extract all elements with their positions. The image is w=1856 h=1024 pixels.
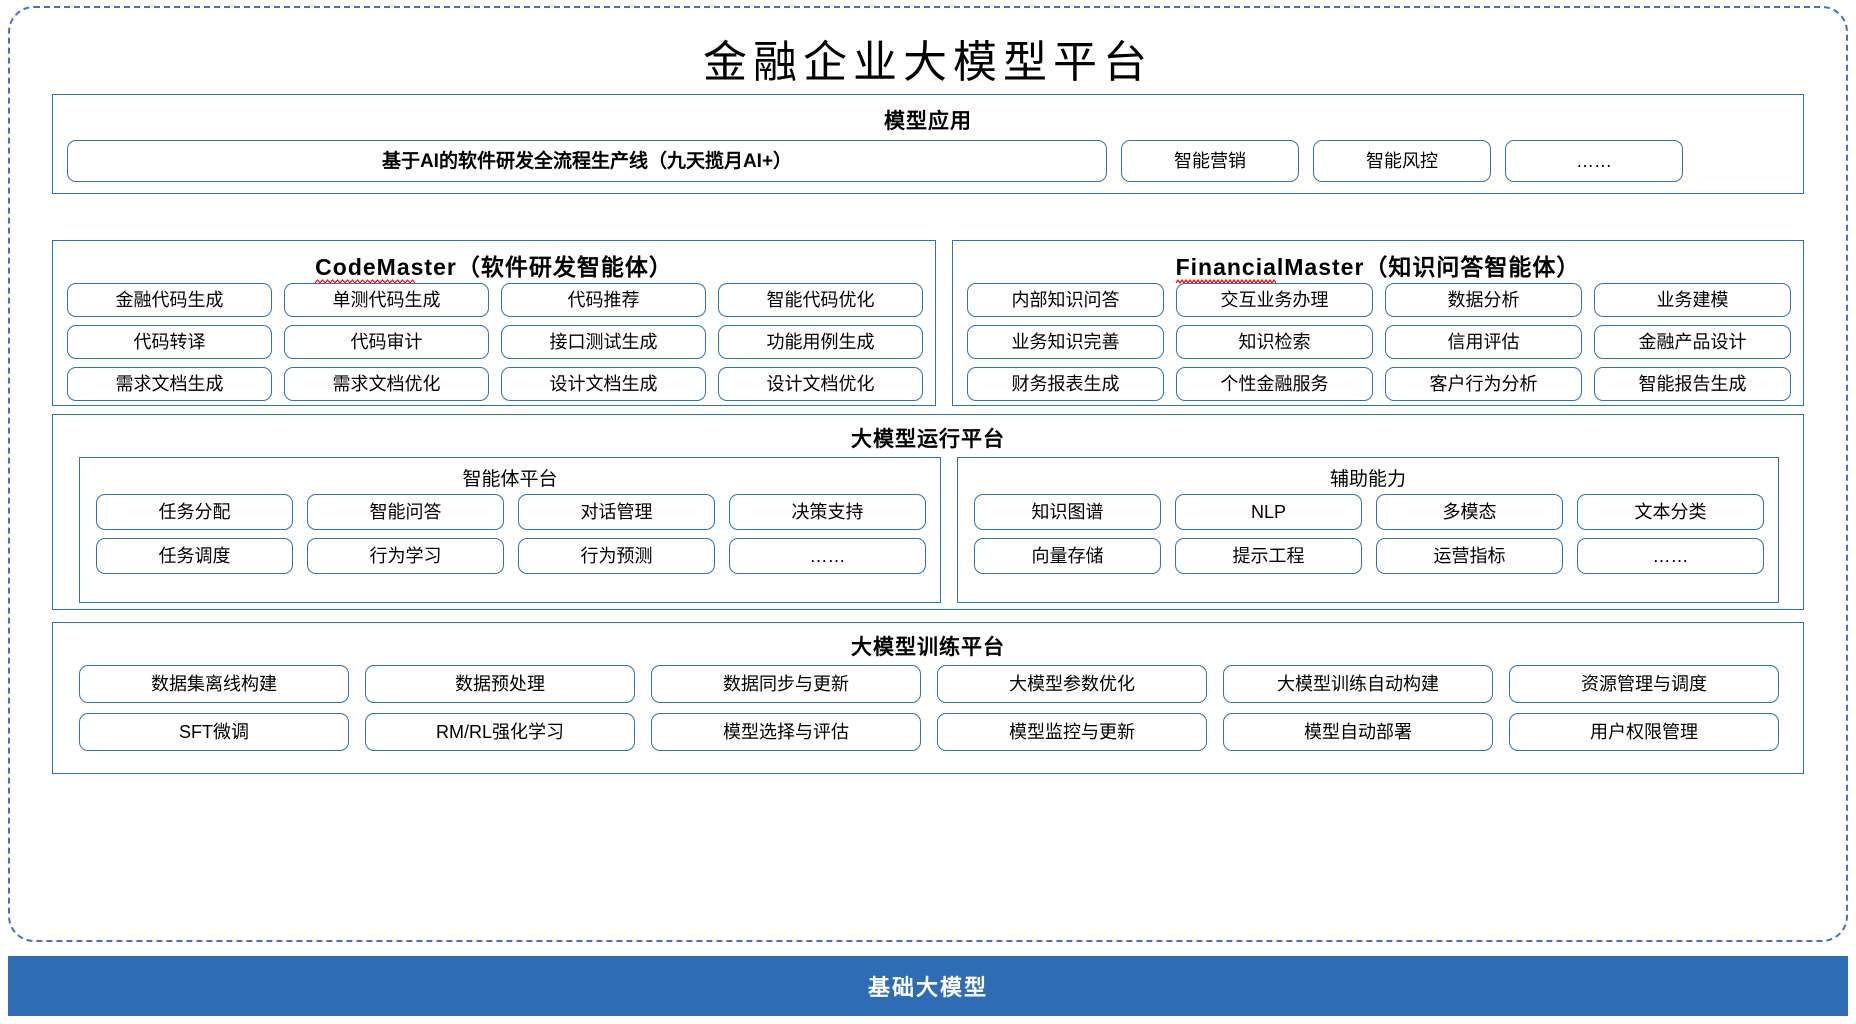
codemaster-pill[interactable]: 代码审计 <box>284 325 489 359</box>
section-codemaster: CodeMaster （软件研发智能体） 金融代码生成 单测代码生成 代码推荐 … <box>52 240 936 406</box>
train-platform-pill[interactable]: 大模型参数优化 <box>937 665 1207 703</box>
app-pill-more[interactable]: …… <box>1505 140 1683 182</box>
train-platform-pill[interactable]: SFT微调 <box>79 713 349 751</box>
section-title-run-platform: 大模型运行平台 <box>851 428 1005 451</box>
codemaster-pill[interactable]: 功能用例生成 <box>718 325 923 359</box>
financialmaster-pill[interactable]: 数据分析 <box>1385 283 1582 317</box>
model-application-items-row: 基于AI的软件研发全流程生产线（九天揽月AI+） 智能营销 智能风控 …… <box>67 140 1791 182</box>
train-platform-pill[interactable]: 模型监控与更新 <box>937 713 1207 751</box>
subsection-agent-platform: 智能体平台 任务分配 智能问答 对话管理 决策支持 任务调度 行为学习 行为预测… <box>79 457 941 603</box>
agent-platform-pill[interactable]: 智能问答 <box>307 494 504 530</box>
section-train-platform: 大模型训练平台 数据集离线构建 数据预处理 数据同步与更新 大模型参数优化 大模… <box>52 622 1804 774</box>
financialmaster-capability-grid: 内部知识问答 交互业务办理 数据分析 业务建模 业务知识完善 知识检索 信用评估… <box>967 283 1791 401</box>
codemaster-pill[interactable]: 接口测试生成 <box>501 325 706 359</box>
codemaster-pill[interactable]: 需求文档优化 <box>284 367 489 401</box>
agent-platform-pill[interactable]: 行为预测 <box>518 538 715 574</box>
agent-platform-pill[interactable]: 任务分配 <box>96 494 293 530</box>
app-main-pill[interactable]: 基于AI的软件研发全流程生产线（九天揽月AI+） <box>67 140 1107 182</box>
agent-platform-pill[interactable]: 对话管理 <box>518 494 715 530</box>
agent-platform-pill[interactable]: 决策支持 <box>729 494 926 530</box>
train-platform-pill[interactable]: 数据预处理 <box>365 665 635 703</box>
financialmaster-name-cn: （知识问答智能体） <box>1364 254 1581 280</box>
auxiliary-pill[interactable]: 知识图谱 <box>974 494 1161 530</box>
outer-dashed-frame <box>8 6 1848 942</box>
agent-platform-grid: 任务分配 智能问答 对话管理 决策支持 任务调度 行为学习 行为预测 …… <box>96 494 926 574</box>
codemaster-pill[interactable]: 代码转译 <box>67 325 272 359</box>
financialmaster-pill[interactable]: 财务报表生成 <box>967 367 1164 401</box>
train-platform-pill[interactable]: 用户权限管理 <box>1509 713 1779 751</box>
section-run-platform: 大模型运行平台 智能体平台 任务分配 智能问答 对话管理 决策支持 任务调度 行… <box>52 414 1804 610</box>
auxiliary-pill[interactable]: 运营指标 <box>1376 538 1563 574</box>
app-pill-marketing[interactable]: 智能营销 <box>1121 140 1299 182</box>
codemaster-capability-grid: 金融代码生成 单测代码生成 代码推荐 智能代码优化 代码转译 代码审计 接口测试… <box>67 283 923 401</box>
section-title-codemaster: CodeMaster （软件研发智能体） <box>53 248 935 284</box>
auxiliary-capability-grid: 知识图谱 NLP 多模态 文本分类 向量存储 提示工程 运营指标 …… <box>974 494 1764 574</box>
auxiliary-pill[interactable]: 提示工程 <box>1175 538 1362 574</box>
train-platform-pill[interactable]: 数据同步与更新 <box>651 665 921 703</box>
app-pill-risk-control[interactable]: 智能风控 <box>1313 140 1491 182</box>
financialmaster-pill[interactable]: 业务建模 <box>1594 283 1791 317</box>
auxiliary-pill[interactable]: 多模态 <box>1376 494 1563 530</box>
subsection-title-auxiliary-capability: 辅助能力 <box>1329 469 1406 490</box>
agent-platform-pill[interactable]: 行为学习 <box>307 538 504 574</box>
codemaster-pill[interactable]: 金融代码生成 <box>67 283 272 317</box>
subsection-title-agent-platform: 智能体平台 <box>462 469 558 490</box>
train-platform-pill[interactable]: RM/RL强化学习 <box>365 713 635 751</box>
financialmaster-pill[interactable]: 信用评估 <box>1385 325 1582 359</box>
auxiliary-pill[interactable]: 文本分类 <box>1577 494 1764 530</box>
train-platform-pill[interactable]: 模型选择与评估 <box>651 713 921 751</box>
financialmaster-pill[interactable]: 金融产品设计 <box>1594 325 1791 359</box>
train-platform-pill[interactable]: 数据集离线构建 <box>79 665 349 703</box>
section-model-application: 模型应用 基于AI的软件研发全流程生产线（九天揽月AI+） 智能营销 智能风控 … <box>52 94 1804 194</box>
base-model-label: 基础大模型 <box>867 975 988 1000</box>
section-title-train-platform: 大模型训练平台 <box>851 636 1005 659</box>
financialmaster-name-wrap: FinancialMaster <box>1175 254 1365 284</box>
financialmaster-pill[interactable]: 客户行为分析 <box>1385 367 1582 401</box>
section-title-model-application: 模型应用 <box>884 110 972 133</box>
spellcheck-squiggle-icon <box>1175 279 1276 284</box>
auxiliary-pill-more[interactable]: …… <box>1577 538 1764 574</box>
financialmaster-pill[interactable]: 智能报告生成 <box>1594 367 1791 401</box>
codemaster-pill[interactable]: 单测代码生成 <box>284 283 489 317</box>
base-model-bar: 基础大模型 <box>8 956 1848 1016</box>
page-title: 金融企业大模型平台 <box>703 37 1153 88</box>
financialmaster-pill[interactable]: 知识检索 <box>1176 325 1373 359</box>
section-title-financialmaster: FinancialMaster （知识问答智能体） <box>953 248 1803 284</box>
agent-platform-pill[interactable]: 任务调度 <box>96 538 293 574</box>
financialmaster-pill[interactable]: 交互业务办理 <box>1176 283 1373 317</box>
auxiliary-pill[interactable]: NLP <box>1175 494 1362 530</box>
codemaster-name-wrap: CodeMaster <box>315 254 457 284</box>
financialmaster-pill[interactable]: 个性金融服务 <box>1176 367 1373 401</box>
subsection-auxiliary-capability: 辅助能力 知识图谱 NLP 多模态 文本分类 向量存储 提示工程 运营指标 …… <box>957 457 1779 603</box>
section-financialmaster: FinancialMaster （知识问答智能体） 内部知识问答 交互业务办理 … <box>952 240 1804 406</box>
train-platform-pill[interactable]: 模型自动部署 <box>1223 713 1493 751</box>
financialmaster-name-en: FinancialMaster <box>1175 254 1365 280</box>
codemaster-pill[interactable]: 需求文档生成 <box>67 367 272 401</box>
auxiliary-pill[interactable]: 向量存储 <box>974 538 1161 574</box>
agent-platform-pill-more[interactable]: …… <box>729 538 926 574</box>
train-platform-pill[interactable]: 资源管理与调度 <box>1509 665 1779 703</box>
train-platform-pill[interactable]: 大模型训练自动构建 <box>1223 665 1493 703</box>
train-platform-grid: 数据集离线构建 数据预处理 数据同步与更新 大模型参数优化 大模型训练自动构建 … <box>79 665 1779 751</box>
codemaster-pill[interactable]: 设计文档生成 <box>501 367 706 401</box>
codemaster-pill[interactable]: 设计文档优化 <box>718 367 923 401</box>
codemaster-name-en: CodeMaster <box>315 254 457 280</box>
codemaster-pill[interactable]: 代码推荐 <box>501 283 706 317</box>
codemaster-name-cn: （软件研发智能体） <box>456 254 673 280</box>
codemaster-pill[interactable]: 智能代码优化 <box>718 283 923 317</box>
financialmaster-pill[interactable]: 内部知识问答 <box>967 283 1164 317</box>
financialmaster-pill[interactable]: 业务知识完善 <box>967 325 1164 359</box>
